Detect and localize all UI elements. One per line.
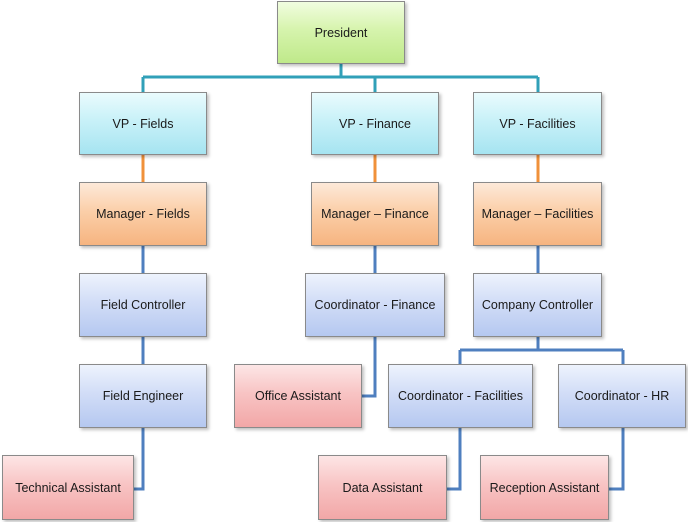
node-coordinator-hr-label: Coordinator - HR [574, 389, 670, 403]
node-president-label: President [314, 25, 368, 40]
connector-coordinator-finance-office [362, 337, 377, 398]
node-company-controller-label: Company Controller [481, 298, 594, 312]
node-manager-fields: Manager - Fields [79, 182, 207, 246]
node-data-assistant: Data Assistant [318, 455, 447, 520]
node-manager-facilities-label: Manager – Facilities [481, 207, 594, 221]
node-field-controller: Field Controller [79, 273, 207, 337]
node-president: President [277, 1, 405, 64]
node-coordinator-finance: Coordinator - Finance [305, 273, 445, 337]
node-vp-finance-label: VP - Finance [338, 116, 412, 131]
node-company-controller: Company Controller [473, 273, 602, 337]
node-manager-finance: Manager – Finance [311, 182, 439, 246]
node-coordinator-facilities: Coordinator - Facilities [388, 364, 533, 428]
node-technical-assistant-label: Technical Assistant [15, 480, 121, 495]
node-coordinator-finance-label: Coordinator - Finance [314, 298, 436, 312]
connector-engineer-technical [134, 428, 145, 491]
node-field-engineer: Field Engineer [79, 364, 207, 428]
president-vp-connectors [141, 64, 540, 92]
vp-manager-connectors [141, 155, 540, 182]
node-reception-assistant-label: Reception Assistant [489, 480, 600, 495]
node-technical-assistant: Technical Assistant [2, 455, 134, 520]
node-vp-finance: VP - Finance [311, 92, 439, 155]
node-field-controller-label: Field Controller [100, 298, 186, 312]
connector-hr-reception [609, 428, 625, 491]
node-manager-facilities: Manager – Facilities [473, 182, 602, 246]
node-manager-finance-label: Manager – Finance [321, 207, 429, 221]
node-reception-assistant: Reception Assistant [480, 455, 609, 520]
lower-connectors [134, 246, 625, 491]
node-vp-facilities-label: VP - Facilities [499, 116, 576, 131]
node-office-assistant-label: Office Assistant [255, 389, 341, 403]
node-vp-facilities: VP - Facilities [473, 92, 602, 155]
node-data-assistant-label: Data Assistant [342, 480, 423, 495]
node-manager-fields-label: Manager - Fields [96, 207, 190, 221]
node-coordinator-hr: Coordinator - HR [558, 364, 686, 428]
node-coordinator-facilities-label: Coordinator - Facilities [397, 389, 524, 403]
node-vp-fields-label: VP - Fields [112, 116, 174, 131]
node-field-engineer-label: Field Engineer [102, 389, 184, 403]
node-vp-fields: VP - Fields [79, 92, 207, 155]
connector-facilities-data [447, 428, 462, 491]
node-office-assistant: Office Assistant [234, 364, 362, 428]
